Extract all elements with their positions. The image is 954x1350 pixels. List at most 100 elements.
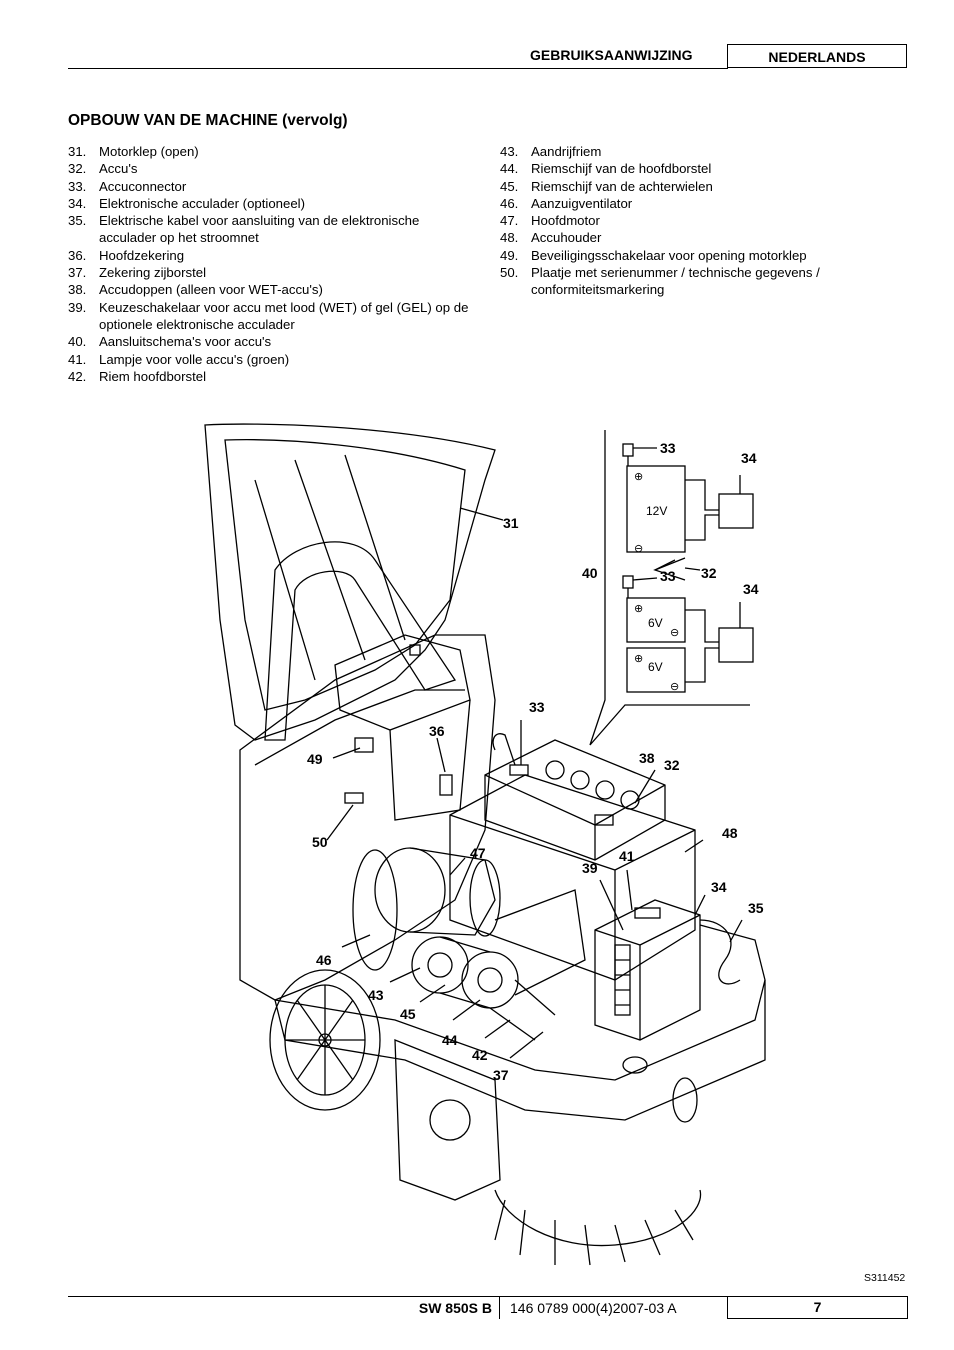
- callout-36: 36: [429, 723, 445, 739]
- list-item: 38. Accudoppen (alleen voor WET-accu's): [68, 281, 478, 298]
- callout-31: 31: [503, 515, 519, 531]
- footer-separator: [499, 1297, 500, 1319]
- callout-49: 49: [307, 751, 323, 767]
- rear-wheel: [269, 969, 381, 1111]
- callout-32: 32: [664, 757, 680, 773]
- item-text: Riemschijf van de achterwielen: [531, 178, 713, 194]
- item-number: 33.: [68, 178, 87, 194]
- language-label: NEDERLANDS: [727, 44, 907, 68]
- battery-6v-bottom: [626, 647, 686, 693]
- charger-box-b: [718, 627, 754, 663]
- item-number: 41.: [68, 351, 87, 367]
- item-number: 43.: [500, 144, 519, 159]
- item-text: Motorklep (open): [99, 144, 199, 159]
- item-text: Aansluitschema's voor accu's: [99, 334, 272, 350]
- item-number: 49.: [500, 247, 519, 263]
- item-text: Keuzeschakelaar voor accu met lood (WET)…: [99, 299, 469, 332]
- brush-belt: [489, 979, 556, 1041]
- item-text: Aanzuigventilator: [531, 195, 633, 211]
- item-number: 37.: [68, 265, 87, 281]
- list-item: 34.Elektronische acculader (optioneel): [68, 195, 478, 212]
- callout-50: 50: [312, 834, 328, 850]
- item-number: 44.: [500, 161, 519, 177]
- item-number: 35.: [68, 213, 87, 229]
- manual-title: GEBRUIKSAANWIJZING: [530, 47, 693, 63]
- item-number: 40.: [68, 334, 87, 350]
- list-item: 44.Riemschijf van de hoofdborstel: [500, 160, 900, 177]
- item-text: Accuconnector: [99, 178, 187, 194]
- charger-box-a: [718, 493, 754, 529]
- callout-41: 41: [619, 848, 635, 864]
- suction-fan: [352, 849, 398, 971]
- item-number: 42.: [68, 368, 87, 384]
- page-number: 7: [727, 1297, 908, 1319]
- callout-45: 45: [400, 1006, 416, 1022]
- svg-text:⊖: ⊖: [670, 627, 679, 639]
- drive-belt: [439, 936, 491, 1009]
- handle: [264, 541, 457, 741]
- callout-34: 34: [743, 581, 759, 597]
- wheel-pulley: [411, 936, 469, 994]
- item-text: Accuhouder: [531, 230, 602, 246]
- diagram-frame: [589, 430, 750, 746]
- item-text: Accudoppen (alleen voor WET-accu's): [99, 282, 323, 298]
- battery: [484, 739, 666, 861]
- machine-illustration: ⊕⊖ ⊕⊖ ⊕⊖ 12V 6V 6V 31 33 34 40 33 32 34 …: [204, 423, 766, 1266]
- list-item: 32.Accu's: [68, 160, 478, 177]
- item-text: Elektronische acculader (optioneel): [99, 195, 305, 211]
- charger: [594, 899, 701, 1041]
- svg-text:⊖: ⊖: [670, 681, 679, 693]
- list-item: 33. Accuconnector: [68, 178, 478, 195]
- callout-40: 40: [582, 565, 598, 581]
- item-number: 48.: [500, 230, 519, 246]
- callout-46: 46: [316, 952, 332, 968]
- side-brush: [494, 1189, 702, 1247]
- item-text: Zekering zijborstel: [99, 265, 207, 281]
- callout-38: 38: [639, 750, 655, 766]
- chassis: [274, 924, 766, 1081]
- callout-34: 34: [741, 450, 757, 466]
- item-number: 39.: [68, 299, 87, 315]
- callout-32: 32: [701, 565, 717, 581]
- item-text: Accu's: [99, 161, 138, 177]
- item-text: Hoofdmotor: [531, 213, 600, 229]
- item-number: 38.: [68, 282, 87, 298]
- battery-6v-top: [626, 597, 686, 643]
- item-text: Plaatje met serienummer / technische geg…: [531, 265, 820, 298]
- item-number: 47.: [500, 213, 519, 229]
- item-text: Riem hoofdborstel: [99, 368, 207, 384]
- list-item: 47. Hoofdmotor: [500, 212, 900, 229]
- list-item: 48. Accuhouder: [500, 229, 900, 246]
- svg-text:⊖: ⊖: [634, 543, 643, 555]
- item-text: Hoofdzekering: [99, 247, 185, 263]
- battery-12v: [626, 465, 686, 553]
- battery-6v-label-top: 6V: [648, 616, 663, 630]
- main-motor: [374, 847, 446, 933]
- list-item: 37. Zekering zijborstel: [68, 264, 478, 281]
- item-text: Lampje voor volle accu's (groen): [99, 351, 290, 367]
- callout-44: 44: [442, 1032, 458, 1048]
- model-name: SW 850S B: [418, 1300, 492, 1316]
- serial-plate: [344, 792, 364, 804]
- callout-33: 33: [660, 568, 676, 584]
- list-item: 43.Aandrijfriem: [500, 143, 900, 160]
- motor-lid-outline: [204, 423, 496, 741]
- callout-33: 33: [529, 699, 545, 715]
- figure-code: S311452: [864, 1272, 906, 1284]
- list-item: 36.Hoofdzekering: [68, 247, 478, 264]
- callout-37: 37: [493, 1067, 509, 1083]
- list-item: 40. Aansluitschema's voor accu's: [68, 333, 478, 350]
- footer-rule: [68, 1296, 908, 1297]
- section-title: OPBOUW VAN DE MACHINE (vervolg): [68, 112, 348, 129]
- list-item: 46.Aanzuigventilator: [500, 195, 900, 212]
- list-item: 35.Elektrische kabel voor aansluiting va…: [68, 212, 478, 247]
- callout-39: 39: [582, 860, 598, 876]
- brush-pulley: [461, 951, 519, 1009]
- front-wheel: [672, 1077, 698, 1123]
- battery-12v-label: 12V: [646, 504, 667, 518]
- motor-lid-inner: [224, 439, 466, 711]
- callout-47: 47: [470, 845, 486, 861]
- list-item: 45.Riemschijf van de achterwielen: [500, 178, 900, 195]
